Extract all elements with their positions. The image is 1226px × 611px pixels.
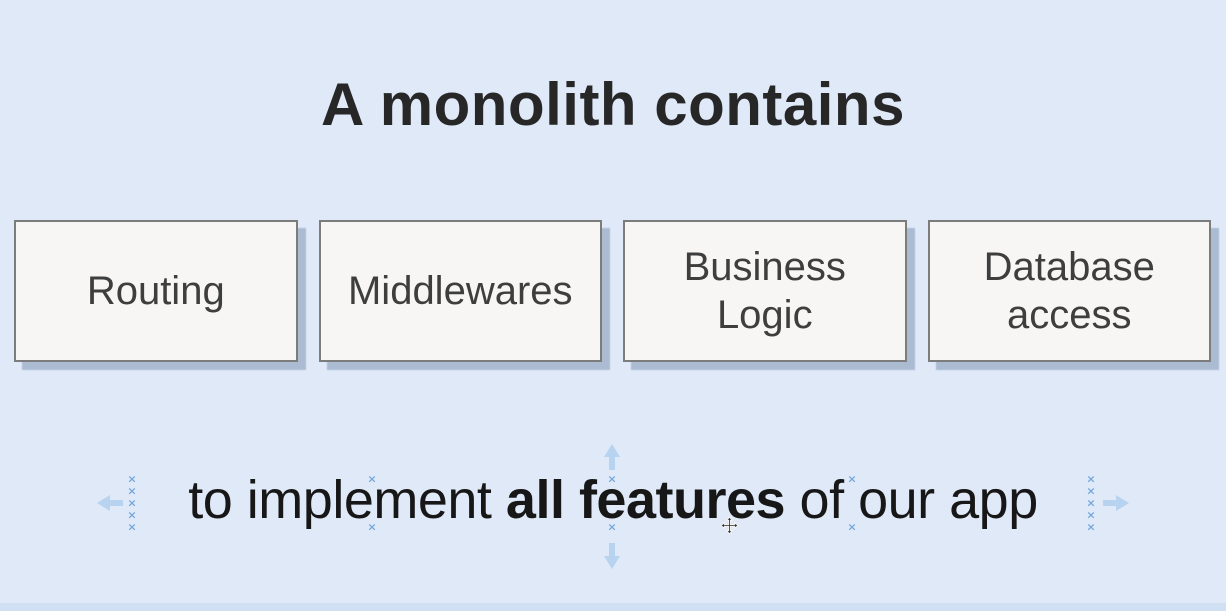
subtitle-emphasis: all features bbox=[505, 470, 786, 530]
box-label: Routing bbox=[86, 269, 225, 313]
component-box-business-logic[interactable]: Business Logic bbox=[623, 220, 907, 362]
drag-up-arrow-icon[interactable] bbox=[604, 444, 620, 470]
subtitle-text[interactable]: to implement all features of our app bbox=[0, 471, 1226, 529]
box-label: Business Logic bbox=[683, 245, 846, 337]
box-label: Middlewares bbox=[347, 269, 573, 313]
component-box-routing[interactable]: Routing bbox=[14, 220, 298, 362]
drag-down-arrow-icon[interactable] bbox=[604, 543, 620, 569]
subtitle-suffix: of our app bbox=[785, 470, 1039, 530]
component-box-middlewares[interactable]: Middlewares bbox=[318, 220, 602, 362]
subtitle-prefix: to implement bbox=[188, 470, 506, 530]
component-boxes-row: Routing Middlewares Business Logic Datab… bbox=[14, 220, 1211, 362]
slide-title[interactable]: A monolith contains bbox=[321, 71, 905, 138]
bottom-edge-shade bbox=[0, 603, 1226, 611]
box-label: Database access bbox=[983, 245, 1155, 337]
component-box-database-access[interactable]: Database access bbox=[927, 220, 1211, 362]
